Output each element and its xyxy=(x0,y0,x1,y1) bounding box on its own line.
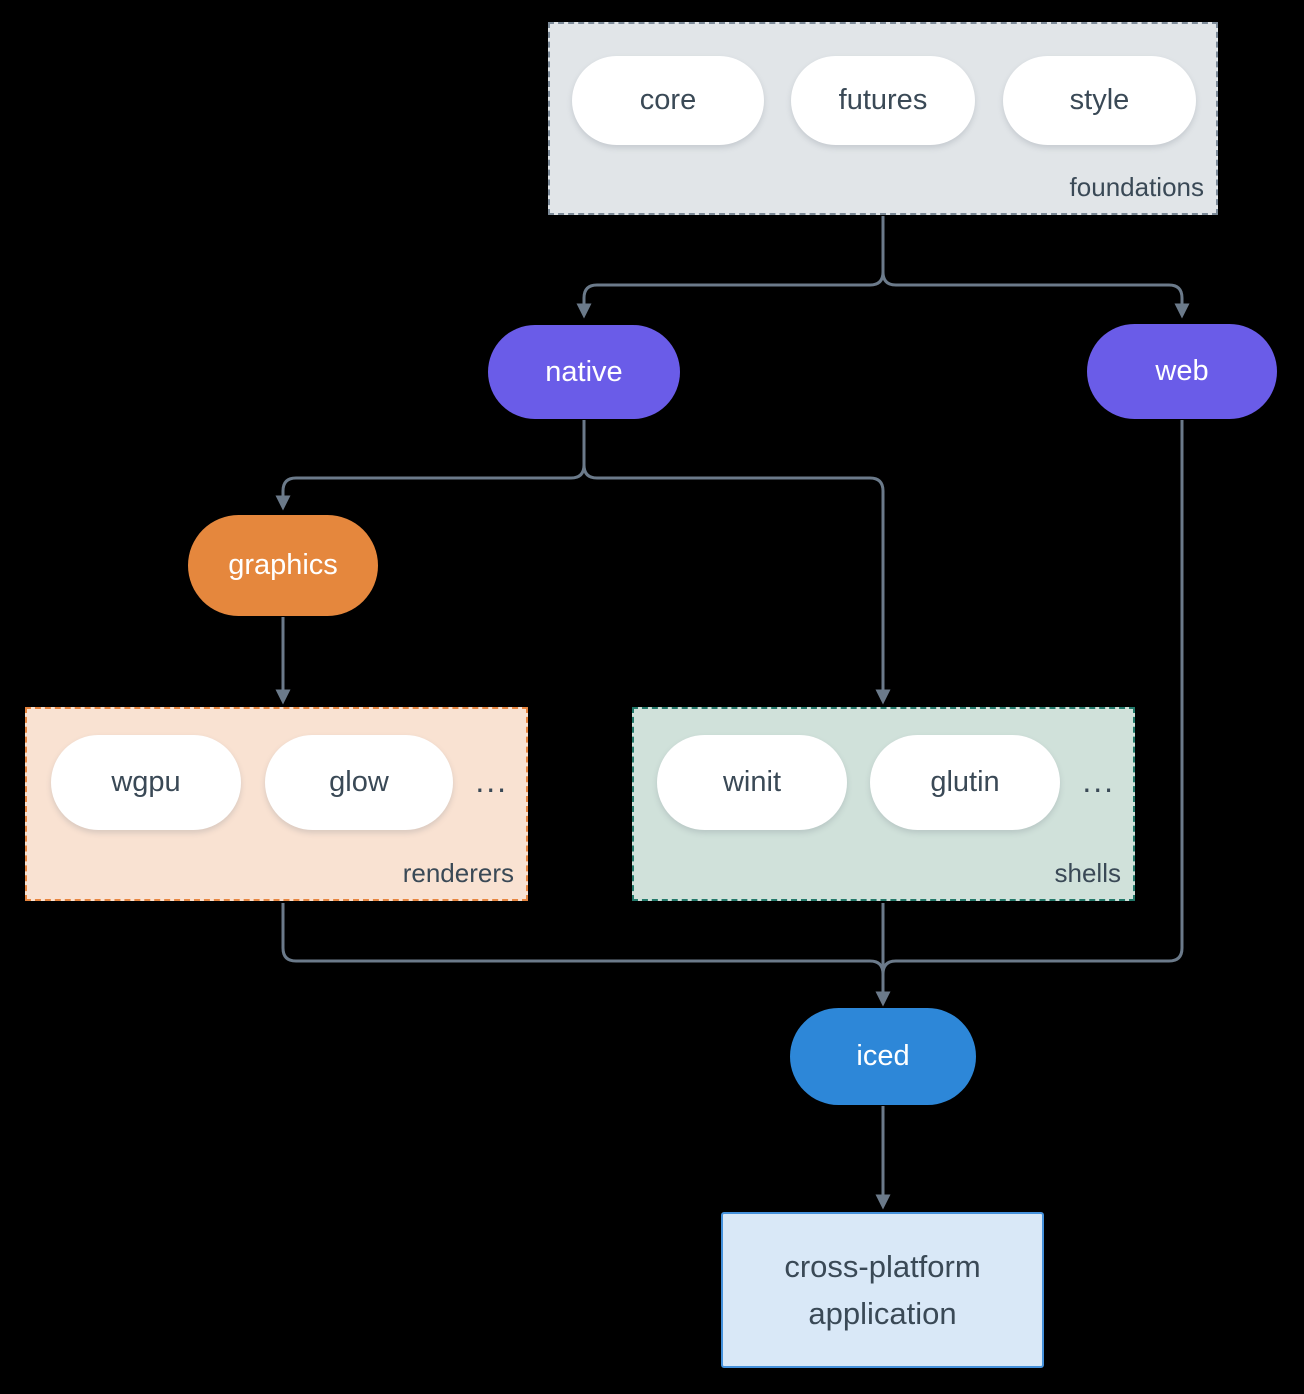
app-label-line2: application xyxy=(808,1296,957,1331)
group-foundations-label: foundations xyxy=(1069,172,1204,202)
group-shells: winit glutin ... shells xyxy=(632,707,1135,901)
node-wgpu-label: wgpu xyxy=(111,766,181,798)
edge-foundations-native xyxy=(576,216,885,319)
renderers-ellipsis: ... xyxy=(475,763,508,799)
node-native: native xyxy=(488,325,680,419)
node-winit: winit xyxy=(657,735,847,830)
node-iced-label: iced xyxy=(856,1040,910,1072)
node-iced: iced xyxy=(790,1008,976,1105)
node-glow-label: glow xyxy=(329,766,389,798)
app-label-line1: cross-platform xyxy=(784,1249,981,1284)
node-winit-label: winit xyxy=(722,766,781,798)
edge-foundations-web xyxy=(881,271,1190,319)
node-web-label: web xyxy=(1155,355,1209,387)
group-renderers-label: renderers xyxy=(402,858,514,888)
node-glutin: glutin xyxy=(870,735,1060,830)
node-graphics-label: graphics xyxy=(228,549,338,581)
node-futures: futures xyxy=(791,56,975,145)
group-shells-label: shells xyxy=(1054,858,1121,888)
group-renderers: wgpu glow ... renderers xyxy=(25,707,528,901)
node-graphics: graphics xyxy=(188,515,378,616)
node-native-label: native xyxy=(545,355,623,388)
edge-native-shells xyxy=(582,464,891,705)
node-cross-platform-application: cross-platform application xyxy=(721,1212,1044,1368)
shells-ellipsis: ... xyxy=(1082,763,1115,799)
node-core-label: core xyxy=(639,84,697,116)
node-wgpu: wgpu xyxy=(51,735,241,830)
node-glutin-label: glutin xyxy=(930,766,1000,798)
node-glow: glow xyxy=(265,735,453,830)
node-web: web xyxy=(1087,324,1277,419)
node-style: style xyxy=(1003,56,1196,145)
node-style-label: style xyxy=(1069,84,1130,116)
node-core: core xyxy=(572,56,764,145)
edge-native-graphics xyxy=(275,420,586,511)
edge-renderers-iced xyxy=(281,903,885,975)
group-foundations: core futures style foundations xyxy=(548,22,1218,215)
node-futures-label: futures xyxy=(838,84,928,116)
